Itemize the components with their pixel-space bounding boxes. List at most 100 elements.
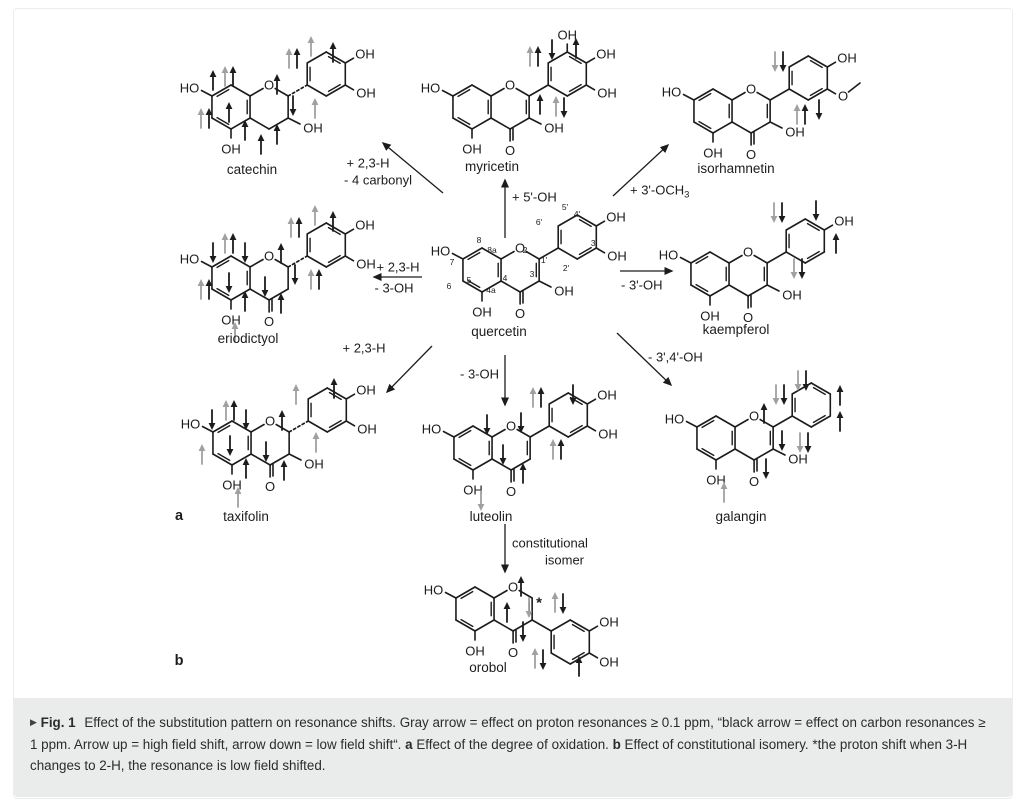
shift-arrow-up-black	[760, 403, 768, 424]
transform-arrow-to-galangin: - 3',4'-OH	[616, 332, 703, 387]
shift-arrow-up-black	[205, 108, 213, 129]
shift-arrow-down-black	[559, 593, 567, 614]
hydroxyl-3-label: OH	[303, 121, 323, 136]
asterisk-mark: *	[536, 594, 542, 611]
hydroxyl-5-label: OH	[463, 483, 483, 498]
hydroxyl-5-label: OH	[462, 142, 482, 157]
shift-arrow-down-black	[208, 409, 216, 430]
transform-label: - 3-OH	[460, 367, 499, 382]
shift-arrow-up-black	[503, 602, 511, 623]
hydroxyl-3-label: OH	[304, 457, 324, 472]
shift-arrow-up-black	[575, 656, 583, 677]
shift-arrow-down-black	[780, 384, 788, 405]
shift-arrow-up-gray	[551, 592, 559, 613]
hydroxyl-5-label: OH	[221, 142, 241, 157]
hydroxyl-3p-label: OH	[356, 86, 376, 101]
atom-number-label: 2	[523, 245, 528, 255]
hydroxyl-5p-label: OH	[558, 28, 578, 43]
ring-oxygen-label: O	[506, 419, 516, 434]
hydroxyl-5-label: OH	[706, 473, 726, 488]
shift-arrow-up-gray	[222, 400, 230, 421]
shift-arrow-down-black	[242, 409, 250, 430]
shift-arrow-up-gray	[549, 439, 557, 460]
shift-arrow-up-gray	[312, 432, 320, 453]
shift-arrow-up-black	[517, 576, 525, 597]
atom-number-label: 7	[450, 257, 455, 267]
hydroxyl-7-label: HO	[180, 81, 200, 96]
hydroxyl-3p-label: OH	[598, 427, 618, 442]
shift-arrow-down-black	[289, 95, 297, 116]
shift-arrow-down-black	[812, 200, 820, 221]
shift-arrow-up-black	[278, 410, 286, 431]
hydroxyl-3p-label: OH	[356, 257, 376, 272]
shift-arrow-down-black	[209, 242, 217, 263]
shift-arrow-up-black	[293, 48, 301, 69]
atom-number-label: 6'	[536, 217, 543, 227]
shift-arrow-up-gray	[526, 46, 534, 67]
shift-arrow-down-black	[226, 435, 234, 456]
shift-arrow-up-black	[242, 458, 250, 479]
transform-label: - 4 carbonyl	[344, 173, 412, 188]
shift-arrow-up-gray	[221, 233, 229, 254]
shift-arrow-down-black	[798, 258, 806, 279]
caption-panel-b-label: b	[612, 736, 621, 752]
shift-arrow-up-black	[230, 400, 238, 421]
caption-panel-a-label: a	[405, 736, 413, 752]
shift-arrow-down-black	[241, 242, 249, 263]
shift-arrow-down-gray	[477, 490, 485, 511]
shift-arrow-up-gray	[552, 96, 560, 117]
hydroxyl-4p-label: OH	[355, 47, 375, 62]
caption-text: ▶ Fig. 1 Effect of the substitution patt…	[30, 712, 992, 777]
shift-arrow-up-gray	[221, 66, 229, 87]
hydroxyl-4p-label: OH	[837, 51, 857, 66]
shift-arrow-up-gray	[231, 322, 239, 343]
shift-arrow-up-gray	[311, 205, 319, 226]
carbonyl-oxygen-label: O	[505, 143, 515, 158]
hydroxyl-5-label: OH	[703, 146, 723, 161]
hydroxyl-7-label: HO	[180, 252, 200, 267]
hydroxyl-5-label: OH	[465, 644, 485, 659]
shift-arrow-up-gray	[285, 48, 293, 69]
shift-arrows-luteolin	[477, 384, 577, 511]
transform-arrow-to-luteolin: - 3-OH	[460, 355, 509, 407]
molecule-name-kaempferol: kaempferol	[703, 322, 770, 337]
shift-arrow-down-black	[225, 272, 233, 293]
ring-oxygen-label: O	[515, 241, 525, 256]
molecule-name-galangin: galangin	[715, 509, 766, 524]
atom-number-label: 3'	[591, 238, 598, 248]
shift-arrow-up-black	[329, 42, 337, 63]
molecule-name-quercetin: quercetin	[471, 324, 527, 339]
carbonyl-oxygen-label: O	[515, 306, 525, 321]
ring-oxygen-label: O	[749, 409, 759, 424]
shift-arrow-down-gray	[770, 202, 778, 223]
atom-number-label: 8	[477, 235, 482, 245]
hydroxyl-7-label: HO	[659, 248, 679, 263]
shift-arrow-up-gray	[307, 269, 315, 290]
shift-arrow-down-black	[779, 51, 787, 72]
molecule-name-orobol: orobol	[469, 660, 507, 675]
shift-arrow-down-black	[762, 458, 770, 479]
hydroxyl-3-label: OH	[782, 288, 802, 303]
shift-arrow-down-gray	[790, 258, 798, 279]
shift-arrow-down-black	[517, 412, 525, 433]
shift-arrow-down-gray	[772, 384, 780, 405]
carbonyl-oxygen-label: O	[743, 310, 753, 325]
shift-arrow-down-gray	[525, 597, 533, 618]
hydroxyl-7-label: HO	[422, 422, 442, 437]
shift-arrow-up-black	[273, 74, 281, 95]
transform-label: + 2,3-H	[343, 341, 386, 356]
shift-arrow-up-black	[209, 70, 217, 91]
shift-arrow-down-black	[519, 621, 527, 642]
panel-label-b: b	[175, 653, 184, 669]
hydroxyl-4p-label: OH	[596, 47, 616, 62]
shift-arrow-up-black	[277, 243, 285, 264]
shift-arrow-up-black	[572, 38, 580, 59]
shift-arrow-up-black	[557, 439, 565, 460]
transform-label: - 3-OH	[375, 281, 414, 296]
panel-label-a: a	[175, 508, 184, 524]
